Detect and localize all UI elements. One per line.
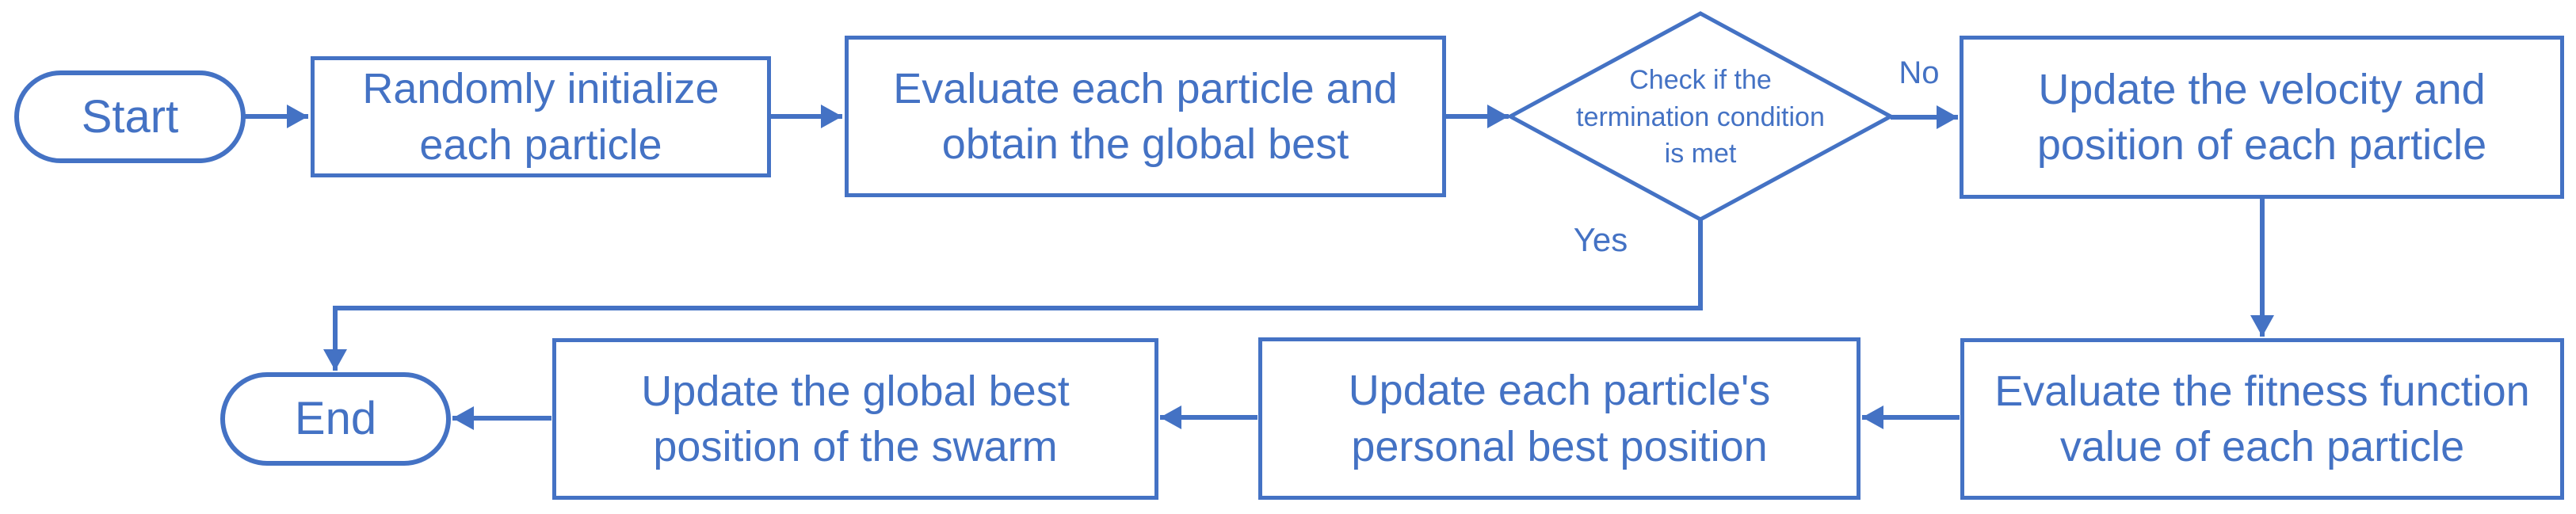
node-decision-label: Check if the termination condition is me… xyxy=(1576,64,1825,169)
node-randomly-initialize: Randomly initialize each particle xyxy=(311,56,771,177)
node-update-global-best: Update the global best position of the s… xyxy=(552,338,1158,500)
node-start: Start xyxy=(14,70,246,163)
decision-diamond xyxy=(1506,11,1895,222)
node-update-personal-best: Update each particle's personal best pos… xyxy=(1258,337,1860,500)
node-end: End xyxy=(220,372,451,466)
node-update-velocity-position: Update the velocity and position of each… xyxy=(1960,36,2564,199)
node-evaluate-global-best: Evaluate each particle and obtain the gl… xyxy=(845,36,1446,197)
node-evaluate-fitness: Evaluate the fitness function value of e… xyxy=(1960,338,2564,500)
edge-decision-to-end-yes xyxy=(323,219,1703,371)
branch-label-no: No xyxy=(1899,55,1940,90)
branch-label-yes: Yes xyxy=(1573,221,1628,258)
